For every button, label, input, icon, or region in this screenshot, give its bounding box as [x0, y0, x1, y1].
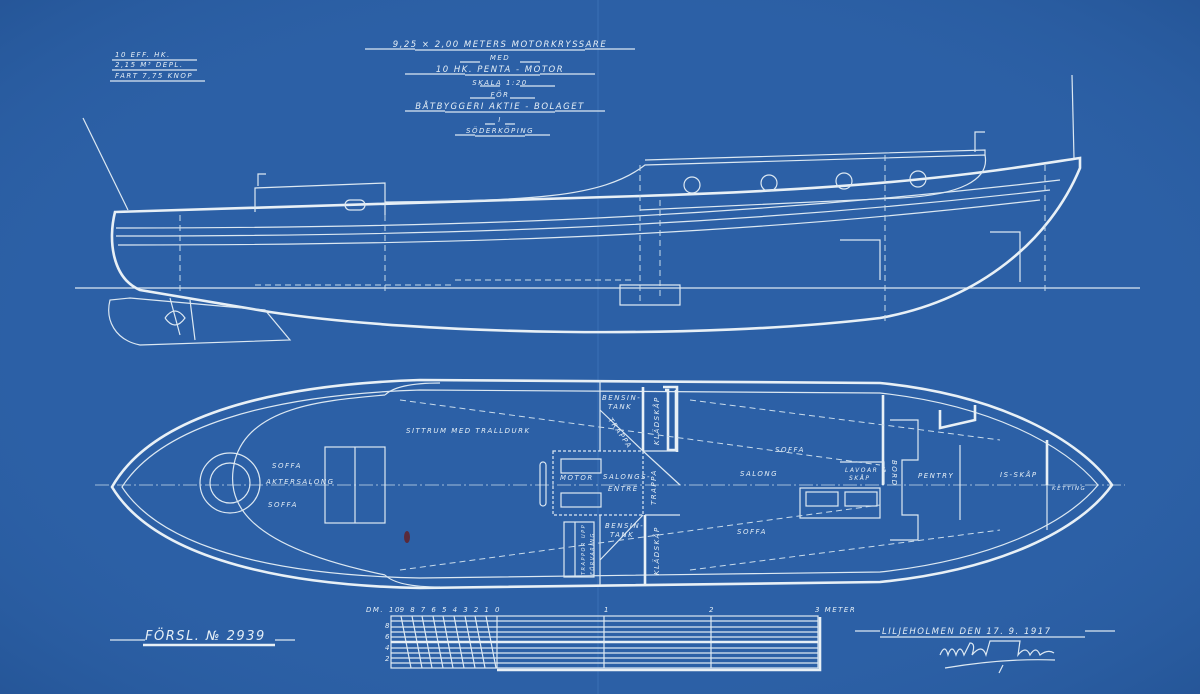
svg-text:3 METER: 3 METER: [815, 606, 856, 614]
label-soffa: SOFFA: [268, 501, 298, 509]
title-line: FÖR: [491, 90, 510, 99]
svg-text:6: 6: [385, 633, 391, 641]
dm-tick-label: 4: [453, 606, 459, 614]
title-line: BÅTBYGGERI AKTIE - BOLAGET: [415, 100, 585, 112]
dm-tick-label: 5: [442, 606, 448, 614]
title-line: 9,25 × 2,00 METERS MOTORKRYSSARE: [393, 40, 607, 50]
label-pentry: PENTRY: [918, 472, 954, 480]
label-lavoar: LAVOAR &: [845, 467, 888, 474]
label-sittrum: SITTRUM MED TRALLDURK: [406, 427, 531, 435]
dm-tick-label: 10: [389, 606, 401, 614]
label-salong: SALONG: [740, 470, 778, 478]
spec-line: 2,15 M³ DEPL.: [115, 61, 184, 69]
flagstaff-fwd: [1071, 74, 1075, 159]
place-date: LILJEHOLMEN DEN 17. 9. 1917: [855, 627, 1115, 638]
svg-text:FÖRSL. № 2939: FÖRSL. № 2939: [145, 627, 266, 644]
label-forvaring: TRAPPOR UPP: [581, 524, 587, 575]
label-ketting: KETTING: [1052, 486, 1086, 492]
spec-line: FART 7,75 KNOP: [115, 72, 193, 80]
label-trappa: TRAPPA: [650, 469, 658, 505]
stain: [404, 531, 410, 543]
label-motor: MOTOR: [560, 474, 594, 482]
flagstaff-aft: [82, 117, 129, 211]
label-isskap: IS-SKÅP: [1000, 470, 1038, 479]
title-line: SKALA 1:20: [472, 79, 527, 87]
label-soffa: SOFFA: [737, 528, 767, 536]
label-bensintank: BENSIN-: [602, 394, 641, 402]
svg-text:2: 2: [385, 655, 391, 663]
dm-tick-label: 3: [463, 606, 469, 614]
svg-text:1: 1: [604, 606, 610, 614]
label-bensintank: TANK: [608, 403, 632, 411]
dm-tick-label: 0: [495, 606, 501, 614]
label-aktersalong: AKTERSALONG: [265, 478, 335, 486]
dm-tick-label: 9: [400, 606, 406, 614]
dm-tick-label: 2: [474, 606, 480, 614]
svg-text:8: 8: [385, 622, 391, 630]
label-kladskap: KLÄDSKÅP: [652, 526, 661, 575]
label-salongsentre: SALONGS-: [603, 473, 651, 481]
title-block: 9,25 × 2,00 METERS MOTORKRYSSARE MED 10 …: [365, 40, 635, 137]
svg-text:DM.: DM.: [366, 606, 384, 614]
svg-text:4: 4: [385, 644, 391, 652]
title-line: SÖDERKÖPING: [466, 126, 534, 135]
title-line: I: [498, 116, 502, 124]
label-salongsentre: ENTRÉ: [608, 484, 639, 493]
specs-block: 10 EFF. HK. 2,15 M³ DEPL. FART 7,75 KNOP: [110, 51, 205, 82]
svg-text:2: 2: [709, 606, 715, 614]
side-elevation: [75, 74, 1140, 346]
spec-line: 10 EFF. HK.: [115, 51, 171, 59]
plan-view: SOFFA AKTERSALONG SOFFA SITTRUM MED TRAL…: [95, 378, 1125, 590]
title-line: 10 HK. PENTA - MOTOR: [436, 65, 564, 75]
label-bord: BORD: [890, 460, 898, 487]
label-lavoar: SKÅP: [849, 475, 870, 482]
signature: [939, 640, 1056, 674]
label-bensintank: TANK: [610, 531, 634, 539]
title-line: MED: [490, 54, 510, 62]
svg-text:LILJEHOLMEN DEN 17. 9. 1917: LILJEHOLMEN DEN 17. 9. 1917: [882, 627, 1052, 637]
dm-tick-label: 1: [484, 606, 490, 614]
dm-tick-label: 8: [410, 606, 416, 614]
label-bensintank: BENSIN-: [605, 522, 644, 530]
dm-tick-label: 6: [431, 606, 437, 614]
label-soffa: SOFFA: [272, 462, 302, 470]
label-kladskap: KLÄDSKÅP: [652, 396, 661, 445]
label-soffa: SOFFA: [775, 446, 805, 454]
dm-tick-label: 7: [421, 606, 427, 614]
proposal-number: FÖRSL. № 2939: [110, 627, 295, 647]
label-forvaring: FÖRVARING: [589, 532, 596, 575]
